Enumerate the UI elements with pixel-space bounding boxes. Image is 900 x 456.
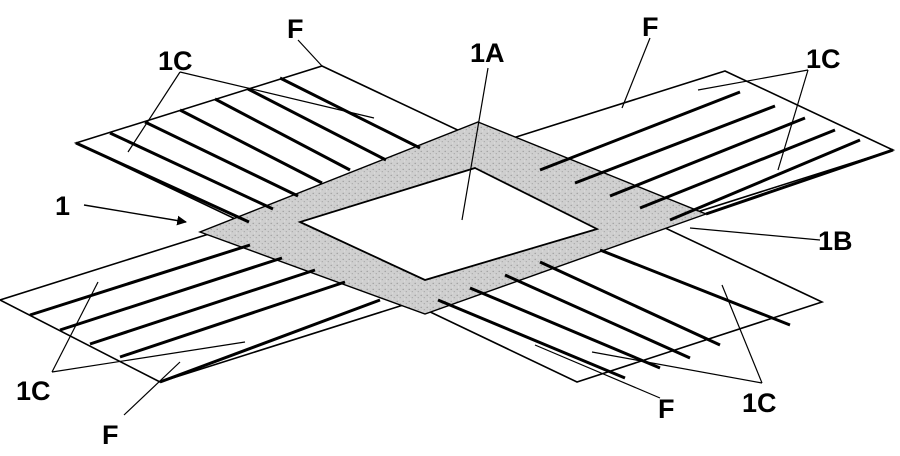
label-strip-top-left: 1C [158,46,193,76]
strip-lines-lower-left [29,243,381,384]
label-center-opening: 1A [470,38,505,68]
leader-lines [51,37,821,416]
strip-lines-upper-left [75,76,421,224]
label-fold-top-right: F [642,12,659,42]
label-fold-bottom-right: F [658,394,675,424]
strip-lines-lower-right [437,248,791,380]
center-opening [297,167,600,281]
label-strip-top-right: 1C [806,44,841,74]
strip-lines-upper-right [539,90,894,222]
label-fold-bottom-left: F [102,420,119,450]
arrow-icon [83,204,187,226]
label-fold-top-left: F [287,14,304,44]
label-strip-bottom-right: 1C [742,388,777,418]
label-sheet: 1 [55,191,70,221]
label-strip-bottom-left: 1C [16,376,51,406]
label-frame: 1B [818,226,853,256]
